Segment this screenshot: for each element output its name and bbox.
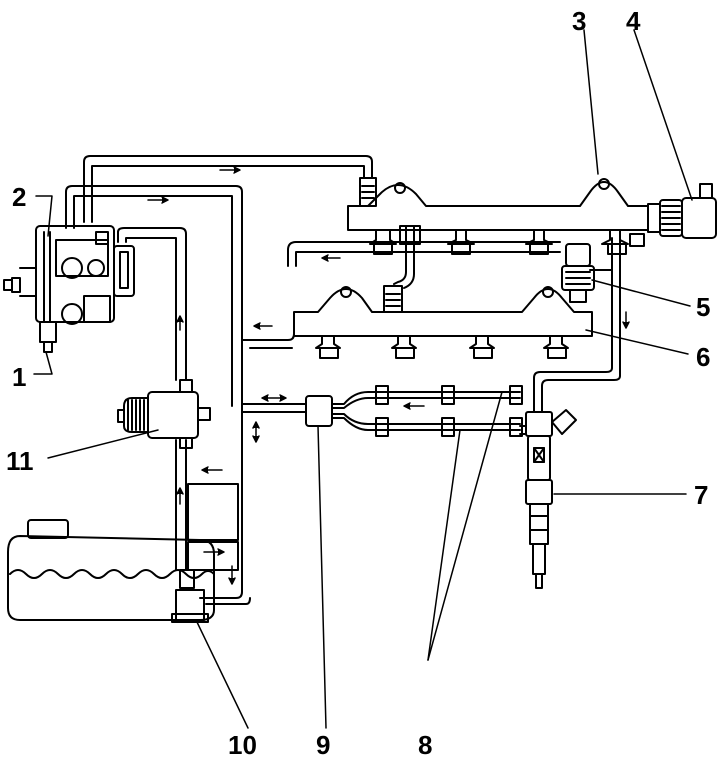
flow-arrows	[148, 167, 629, 584]
label-1: 1	[12, 362, 27, 392]
return-lines	[306, 386, 522, 436]
upper-rail	[348, 178, 716, 254]
label-11: 11	[6, 446, 34, 476]
label-4: 4	[626, 6, 641, 36]
fuel-filter	[118, 380, 210, 448]
label-5: 5	[696, 292, 711, 322]
label-8: 8	[418, 730, 433, 760]
label-7: 7	[694, 480, 709, 510]
injector	[520, 410, 576, 588]
label-9: 9	[316, 730, 331, 760]
fuel-lines	[66, 156, 620, 604]
label-2: 2	[12, 182, 27, 212]
label-10: 10	[228, 730, 257, 760]
label-3: 3	[572, 6, 587, 36]
fuel-tank	[8, 520, 214, 622]
lower-rail	[294, 244, 612, 358]
high-pressure-pump	[4, 226, 134, 352]
label-6: 6	[696, 342, 711, 372]
leader-lines	[34, 30, 692, 728]
